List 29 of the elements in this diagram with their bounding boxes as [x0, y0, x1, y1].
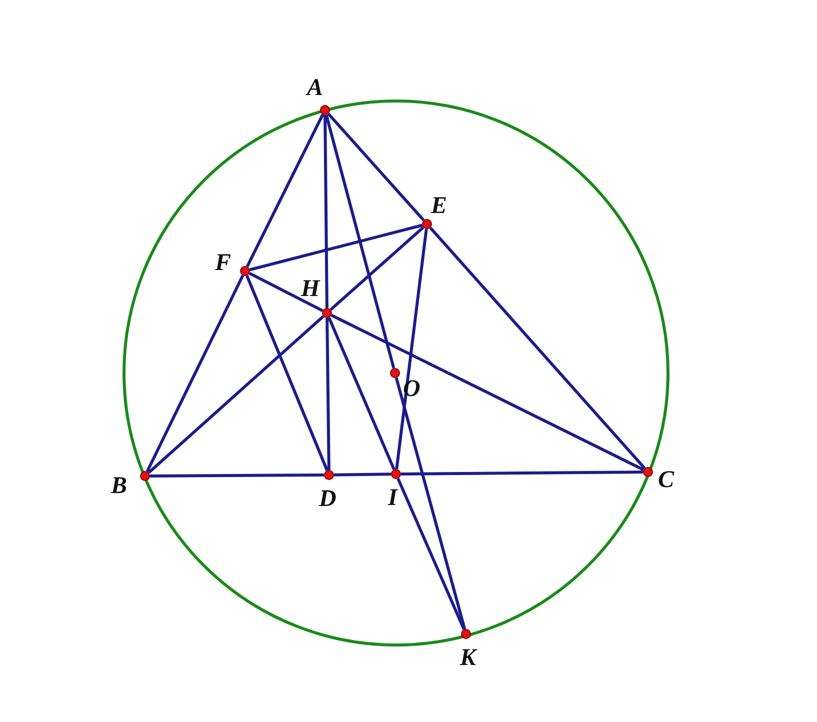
point-label: H [301, 277, 320, 301]
line-segment [148, 315, 324, 474]
line-segment [246, 275, 328, 471]
line-segment [324, 114, 396, 369]
point-label: A [307, 76, 324, 100]
line-segment [324, 114, 328, 308]
line-segment [249, 224, 423, 272]
line-segment [400, 470, 644, 476]
line-segment [394, 377, 466, 630]
point-label: B [111, 474, 128, 498]
point-label: E [431, 194, 448, 218]
point-label: I [388, 486, 398, 510]
point-label: D [319, 487, 336, 511]
line-segment [326, 318, 330, 470]
line-segment [146, 274, 244, 472]
line-segment [334, 472, 392, 476]
line-segment [429, 226, 646, 470]
point-label: K [460, 646, 476, 670]
point-label: F [215, 251, 232, 275]
line-segment [328, 317, 396, 470]
line-segment [246, 114, 324, 268]
line-segment [150, 474, 324, 478]
line-segment [330, 226, 424, 311]
line-segment [327, 112, 425, 222]
point-label: C [658, 468, 674, 492]
line-segment [330, 314, 644, 472]
line-segment [395, 228, 428, 470]
line-segment [396, 478, 466, 630]
line-segment [248, 272, 324, 312]
